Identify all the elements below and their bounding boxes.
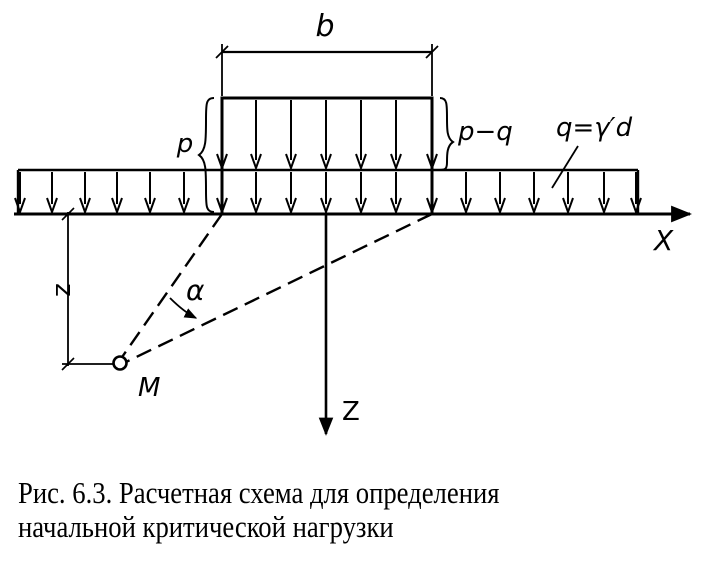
label-b: b [315,9,334,44]
surcharge-load-arrow [598,172,610,215]
surcharge-load-arrow [494,172,506,215]
surcharge-load-arrow [14,172,26,215]
caption-line-1: Рис. 6.3. Расчетная схема для определени… [18,475,500,510]
label-x-axis: X [652,224,674,257]
label-p: p [176,129,194,159]
upper-load-arrow [320,100,332,171]
upper-load-arrow [285,100,297,171]
upper-load-arrow [426,100,438,171]
surcharge-load-arrow [390,172,402,215]
label-alpha: α [186,274,205,307]
label-q-equation: q=γ′d [556,113,633,143]
surcharge-load-arrow [216,172,228,215]
label-z-depth: z [49,283,79,297]
surcharge-load-arrow [285,172,297,215]
brace-p-minus-q [439,97,455,171]
brace-p [197,97,215,213]
caption-line-2: начальной критической нагрузки [18,509,394,544]
surcharge-load-arrow [178,172,190,215]
b-dimension [215,44,439,96]
point-m-marker [112,355,128,371]
upper-load-arrows [216,100,438,171]
label-point-m: M [138,373,160,403]
surcharge-load-arrow [426,172,438,215]
q-leader-line [551,145,579,189]
upper-load-arrow [390,100,402,171]
surcharge-load-arrow [144,172,156,215]
surcharge-load-arrow [528,172,540,215]
surcharge-load-arrow [355,172,367,215]
upper-load-arrow [250,100,262,171]
surcharge-load-arrow [79,172,91,215]
surcharge-load-arrows [14,172,642,215]
upper-load-arrow [216,100,228,171]
surcharge-load-arrow [111,172,123,215]
figure-caption: Рис. 6.3. Расчетная схема для определени… [18,476,603,544]
surcharge-load-arrow [320,172,332,215]
alpha-angle-arc [169,297,198,319]
surcharge-load-arrow [630,172,642,215]
ray-right-edge [125,212,433,364]
upper-load-arrow [355,100,367,171]
depth-z-dimension [61,207,118,371]
ray-left-edge [119,213,223,361]
surcharge-load-arrow [562,172,574,215]
surcharge-load-arrow [46,172,58,215]
label-z-axis: Z [342,397,360,427]
surcharge-load-arrow [460,172,472,215]
label-p-minus-q: p−q [457,117,513,147]
surcharge-load-arrow [250,172,262,215]
